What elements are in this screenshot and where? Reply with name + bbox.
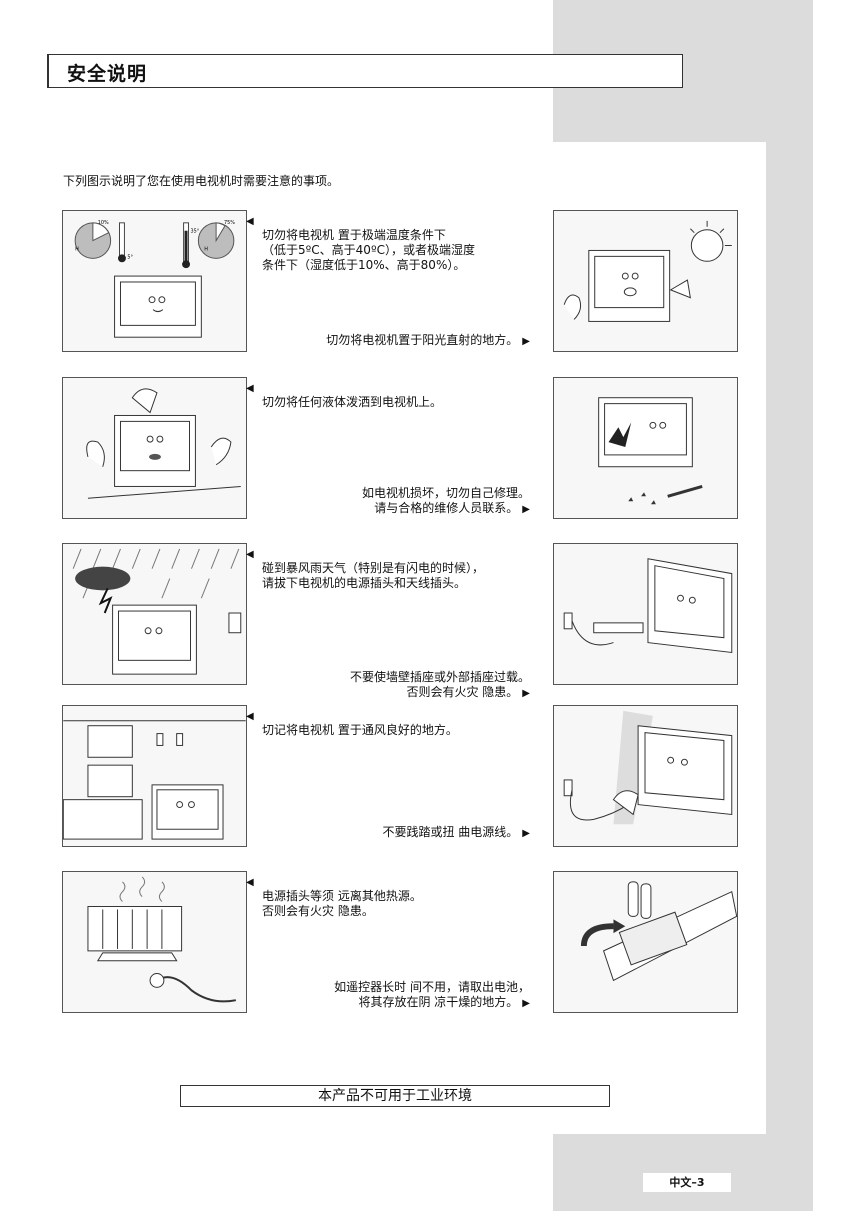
title-box: 安全说明 bbox=[47, 54, 683, 88]
page-title: 安全说明 bbox=[67, 63, 148, 85]
caution-text-2-right-content: 如电视机损坏，切勿自己修理。 请与合格的维修人员联系。 bbox=[361, 486, 530, 515]
industrial-use-notice: 本产品不可用于工业环境 bbox=[180, 1085, 610, 1107]
illustration-storm bbox=[62, 543, 247, 685]
svg-text:10%: 10% bbox=[98, 220, 109, 226]
arrow-right-icon: ▶ bbox=[522, 504, 530, 515]
caution-text-2-left-content: 切勿将任何液体泼洒到电视机上。 bbox=[262, 395, 443, 409]
illustration-remote-battery bbox=[553, 871, 738, 1013]
svg-text:35°: 35° bbox=[190, 229, 199, 235]
caution-text-5-right: 如遥控器长时 间不用，请取出电池， 将其存放在阴 凉干燥的地方。▶ bbox=[334, 965, 530, 1011]
caution-text-4-right: 不要践踏或扭 曲电源线。▶ bbox=[382, 810, 530, 841]
illustration-temperature: H 10% 5° 35° H 75% bbox=[62, 210, 247, 352]
caution-text-2-left: ◀ 切勿将任何液体泼洒到电视机上。 bbox=[246, 380, 443, 410]
caution-text-1-left-content: 切勿将电视机 置于极端温度条件下 （低于5ºC、高于40ºC），或者极端湿度 条… bbox=[262, 228, 475, 272]
arrow-right-icon: ▶ bbox=[522, 336, 530, 347]
illustration-liquid bbox=[62, 377, 247, 519]
caution-text-3-left-content: 碰到暴风雨天气（特别是有闪电的时候）， 请拔下电视机的电源插头和天线插头。 bbox=[262, 561, 485, 590]
svg-text:H: H bbox=[204, 246, 208, 252]
svg-text:75%: 75% bbox=[224, 220, 235, 226]
arrow-right-icon: ▶ bbox=[522, 998, 530, 1009]
caution-text-3-right-content: 不要使墙壁插座或外部插座过载。 否则会有火灾 隐患。 bbox=[349, 670, 530, 699]
arrow-left-icon: ◀ bbox=[246, 877, 254, 888]
arrow-left-icon: ◀ bbox=[246, 216, 254, 227]
caution-text-4-right-content: 不要践踏或扭 曲电源线。 bbox=[382, 825, 519, 839]
caution-text-2-right: 如电视机损坏，切勿自己修理。 请与合格的维修人员联系。▶ bbox=[362, 471, 530, 517]
illustration-power-cord bbox=[553, 705, 738, 847]
caution-text-5-left-content: 电源插头等须 远离其他热源。 否则会有火灾 隐患。 bbox=[262, 889, 422, 918]
illustration-ventilation bbox=[62, 705, 247, 847]
caution-text-1-left: ◀ 切勿将电视机 置于极端温度条件下 （低于5ºC、高于40ºC），或者极端湿度 … bbox=[246, 213, 475, 273]
illustration-damaged-tv bbox=[553, 377, 738, 519]
caution-text-3-right: 不要使墙壁插座或外部插座过载。 否则会有火灾 隐患。▶ bbox=[350, 655, 530, 701]
illustration-overload bbox=[553, 543, 738, 685]
illustration-heat-source bbox=[62, 871, 247, 1013]
caution-text-4-left: ◀ 切记将电视机 置于通风良好的地方。 bbox=[246, 708, 458, 738]
side-shade-right bbox=[766, 142, 813, 1134]
arrow-left-icon: ◀ bbox=[246, 711, 254, 722]
intro-text: 下列图示说明了您在使用电视机时需要注意的事项。 bbox=[63, 174, 340, 188]
illustration-sunlight bbox=[553, 210, 738, 352]
caution-text-5-right-content: 如遥控器长时 间不用，请取出电池， 将其存放在阴 凉干燥的地方。 bbox=[334, 980, 530, 1009]
caution-text-1-right-content: 切勿将电视机置于阳光直射的地方。 bbox=[326, 333, 519, 347]
side-shade-bottom bbox=[553, 1134, 813, 1211]
caution-text-3-left: ◀ 碰到暴风雨天气（特别是有闪电的时候）， 请拔下电视机的电源插头和天线插头。 bbox=[246, 546, 485, 591]
arrow-right-icon: ▶ bbox=[522, 828, 530, 839]
svg-text:5°: 5° bbox=[127, 254, 133, 260]
caution-text-1-right: 切勿将电视机置于阳光直射的地方。▶ bbox=[326, 318, 530, 349]
arrow-left-icon: ◀ bbox=[246, 549, 254, 560]
page-number: 中文–3 bbox=[643, 1173, 731, 1192]
arrow-right-icon: ▶ bbox=[522, 688, 530, 699]
caution-text-5-left: ◀ 电源插头等须 远离其他热源。 否则会有火灾 隐患。 bbox=[246, 874, 422, 919]
arrow-left-icon: ◀ bbox=[246, 383, 254, 394]
svg-text:H: H bbox=[75, 246, 79, 252]
caution-text-4-left-content: 切记将电视机 置于通风良好的地方。 bbox=[262, 723, 458, 737]
